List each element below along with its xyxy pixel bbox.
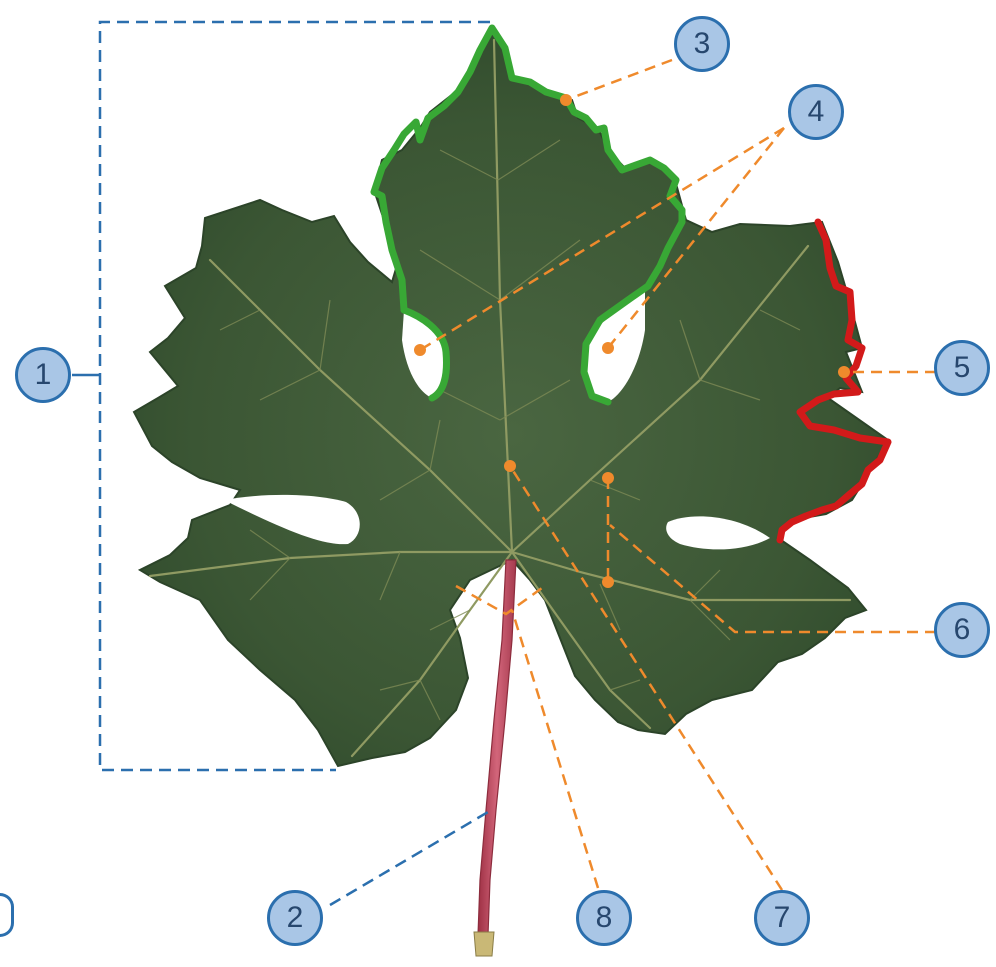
petiole-tip [474,932,494,956]
callout-8: 8 [576,890,632,946]
callout-2: 2 [267,890,323,946]
petiole [478,560,516,935]
callout-3: 3 [674,16,730,72]
callout-5: 5 [934,340,990,396]
callout-1: 1 [15,347,71,403]
callout-4: 4 [788,84,844,140]
callout-6: 6 [934,602,990,658]
callout-7: 7 [754,890,810,946]
